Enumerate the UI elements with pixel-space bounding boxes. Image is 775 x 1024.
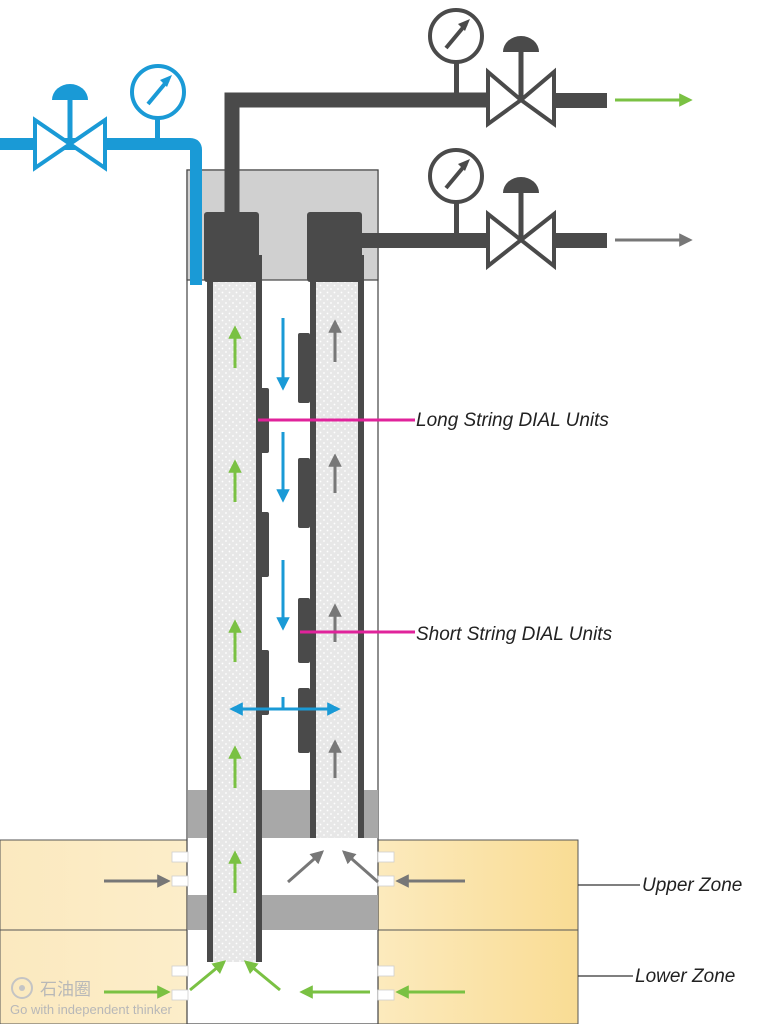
long-string-label: Long String DIAL Units bbox=[416, 410, 609, 431]
long-string-dial-units bbox=[257, 388, 269, 715]
lower-zone-inflow-arrows bbox=[104, 960, 465, 999]
watermark-slogan: Go with independent thinker bbox=[10, 1002, 173, 1017]
short-string-hanger bbox=[307, 212, 362, 282]
long-string-wall-right bbox=[256, 255, 262, 962]
watermark: 石油圈 Go with independent thinker bbox=[10, 977, 173, 1017]
injection-valve bbox=[33, 84, 107, 172]
long-string-wall-left bbox=[207, 255, 213, 962]
long-string-tubing bbox=[212, 255, 257, 962]
short-string-tubing bbox=[315, 255, 359, 838]
lower-zone-label: Lower Zone bbox=[635, 966, 735, 987]
long-string-hanger bbox=[204, 212, 259, 282]
watermark-logo-icon bbox=[11, 977, 33, 999]
injection-gauge bbox=[130, 64, 186, 120]
injection-line bbox=[0, 118, 202, 285]
short-string-label: Short String DIAL Units bbox=[416, 624, 613, 645]
upper-zone-inflow-arrows bbox=[104, 850, 465, 888]
short-string-wall-right bbox=[358, 255, 364, 838]
short-string-dial-units bbox=[298, 333, 310, 753]
perforations bbox=[171, 851, 395, 1001]
short-string-wall-left bbox=[310, 255, 316, 838]
short-string-flowline bbox=[360, 148, 607, 271]
upper-zone-label: Upper Zone bbox=[642, 875, 742, 896]
long-string-flowline bbox=[224, 8, 607, 215]
annulus-lateral-arrow bbox=[229, 697, 341, 716]
watermark-brand: 石油圈 bbox=[40, 980, 91, 1000]
